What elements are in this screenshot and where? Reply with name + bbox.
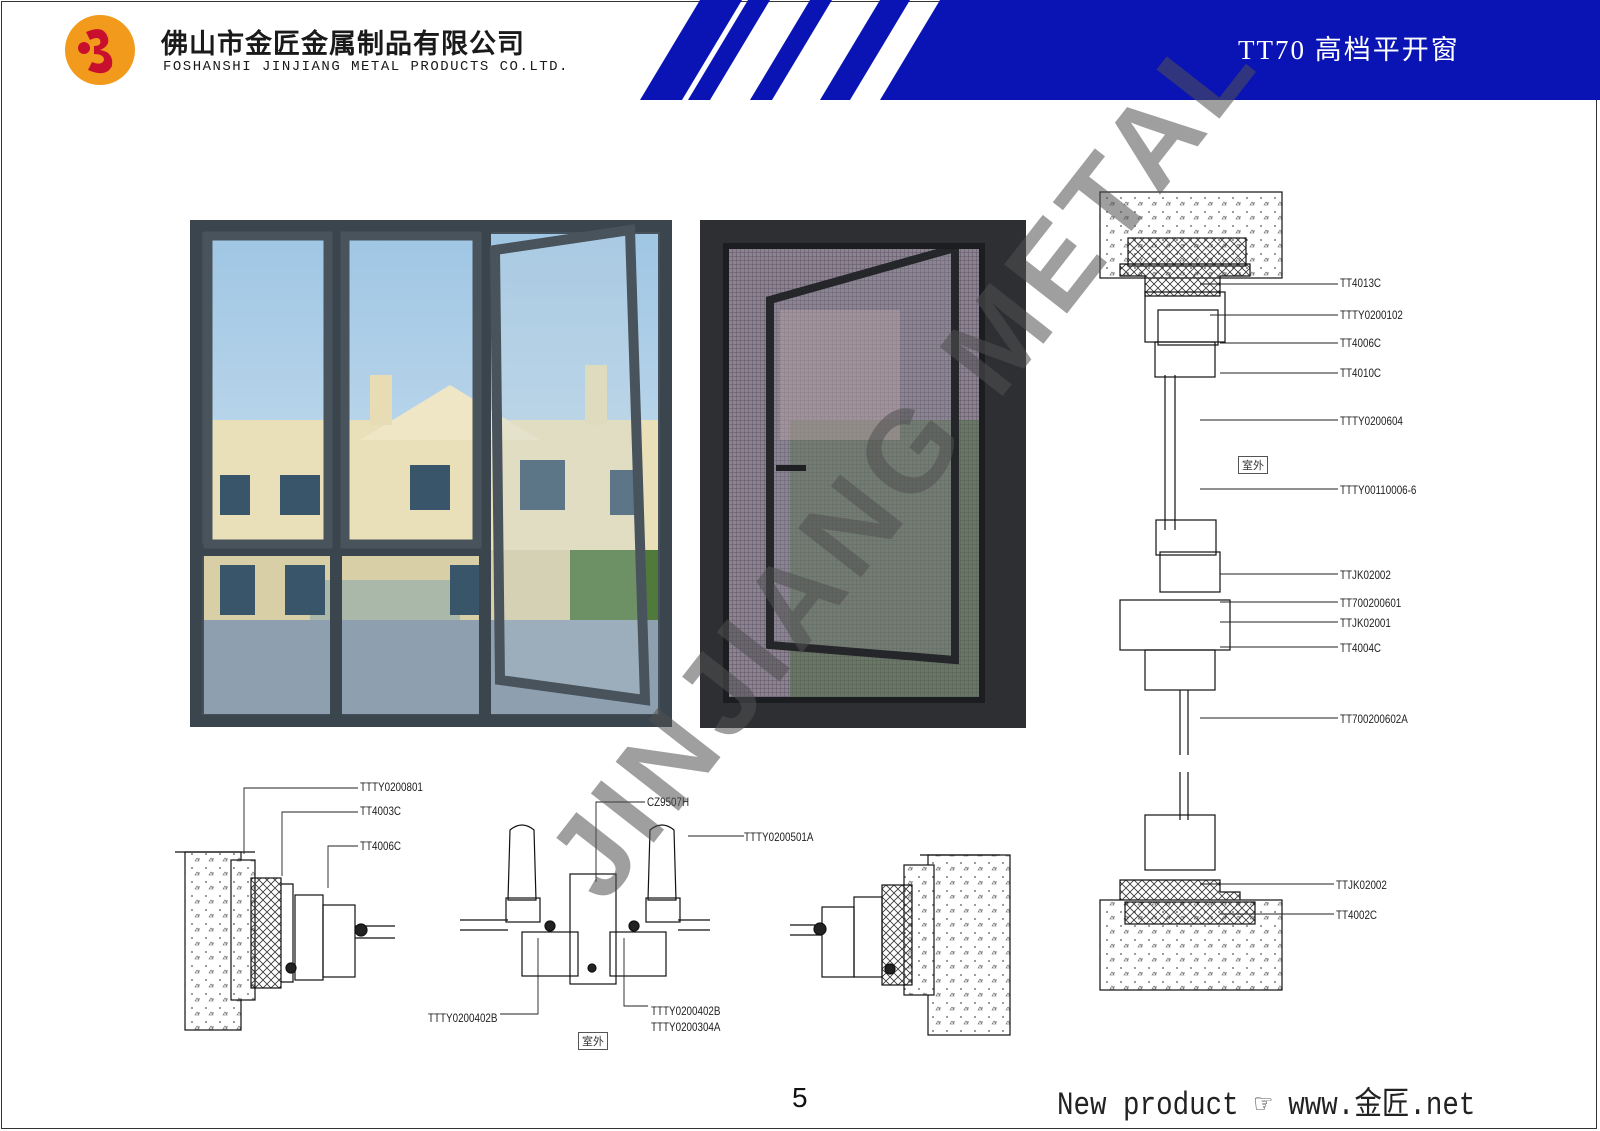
vertical-section-drawing (1090, 180, 1300, 1025)
callout-label: TTTY0200801 (360, 780, 423, 794)
callout-label: TT4013C (1340, 276, 1382, 290)
footer-promo-link[interactable]: New product ☞ www.金匠.net (1057, 1087, 1476, 1124)
company-name-cn: 佛山市金匠金属制品有限公司 (161, 29, 525, 60)
page-number: 5 (792, 1082, 808, 1113)
callout-label: TTTY0200304A (651, 1020, 721, 1034)
callout-label: TTTY0200402B (428, 1011, 498, 1025)
callout-label: TT700200602A (1340, 712, 1408, 726)
callout-label: TTJK02002 (1336, 878, 1387, 892)
window-photo (190, 220, 672, 727)
callout-label: TTTY0200604 (1340, 414, 1403, 428)
callout-label: TTJK02001 (1340, 616, 1391, 630)
middle-section-drawing (460, 820, 710, 1005)
callout-label: TT4010C (1340, 366, 1382, 380)
product-title: TT70 高档平开窗 (1238, 35, 1460, 65)
outdoor-tag: 室外 (1238, 456, 1268, 474)
left-leader-lines (243, 787, 358, 888)
callout-label: TT4003C (360, 804, 402, 818)
vertical-leader-lines (1200, 283, 1338, 915)
middle-leader-lines (500, 801, 744, 1015)
callout-label: TT4006C (360, 839, 402, 853)
callout-label: CZ9507H (647, 795, 690, 809)
jinjiang-logo-icon (65, 15, 135, 85)
callout-label: TTJK02002 (1340, 568, 1391, 582)
company-name-en: FOSHANSHI JINJIANG METAL PRODUCTS CO.LTD… (163, 59, 569, 75)
callout-label: TTTY0200402B (651, 1004, 721, 1018)
callout-label: TT4004C (1340, 641, 1382, 655)
left-section-drawing (175, 780, 405, 1045)
right-section-drawing (790, 845, 1020, 1050)
callout-label: TT700200601 (1340, 596, 1402, 610)
callout-label: TTTY00110006-6 (1340, 483, 1417, 497)
header-banner (640, 0, 1600, 100)
callout-label: TTTY0200102 (1340, 308, 1403, 322)
outdoor-tag: 室外 (578, 1032, 608, 1050)
callout-label: TT4002C (1336, 908, 1378, 922)
callout-label: TTTY0200501A (744, 830, 814, 844)
callout-label: TT4006C (1340, 336, 1382, 350)
fly-screen-photo (700, 220, 1026, 728)
